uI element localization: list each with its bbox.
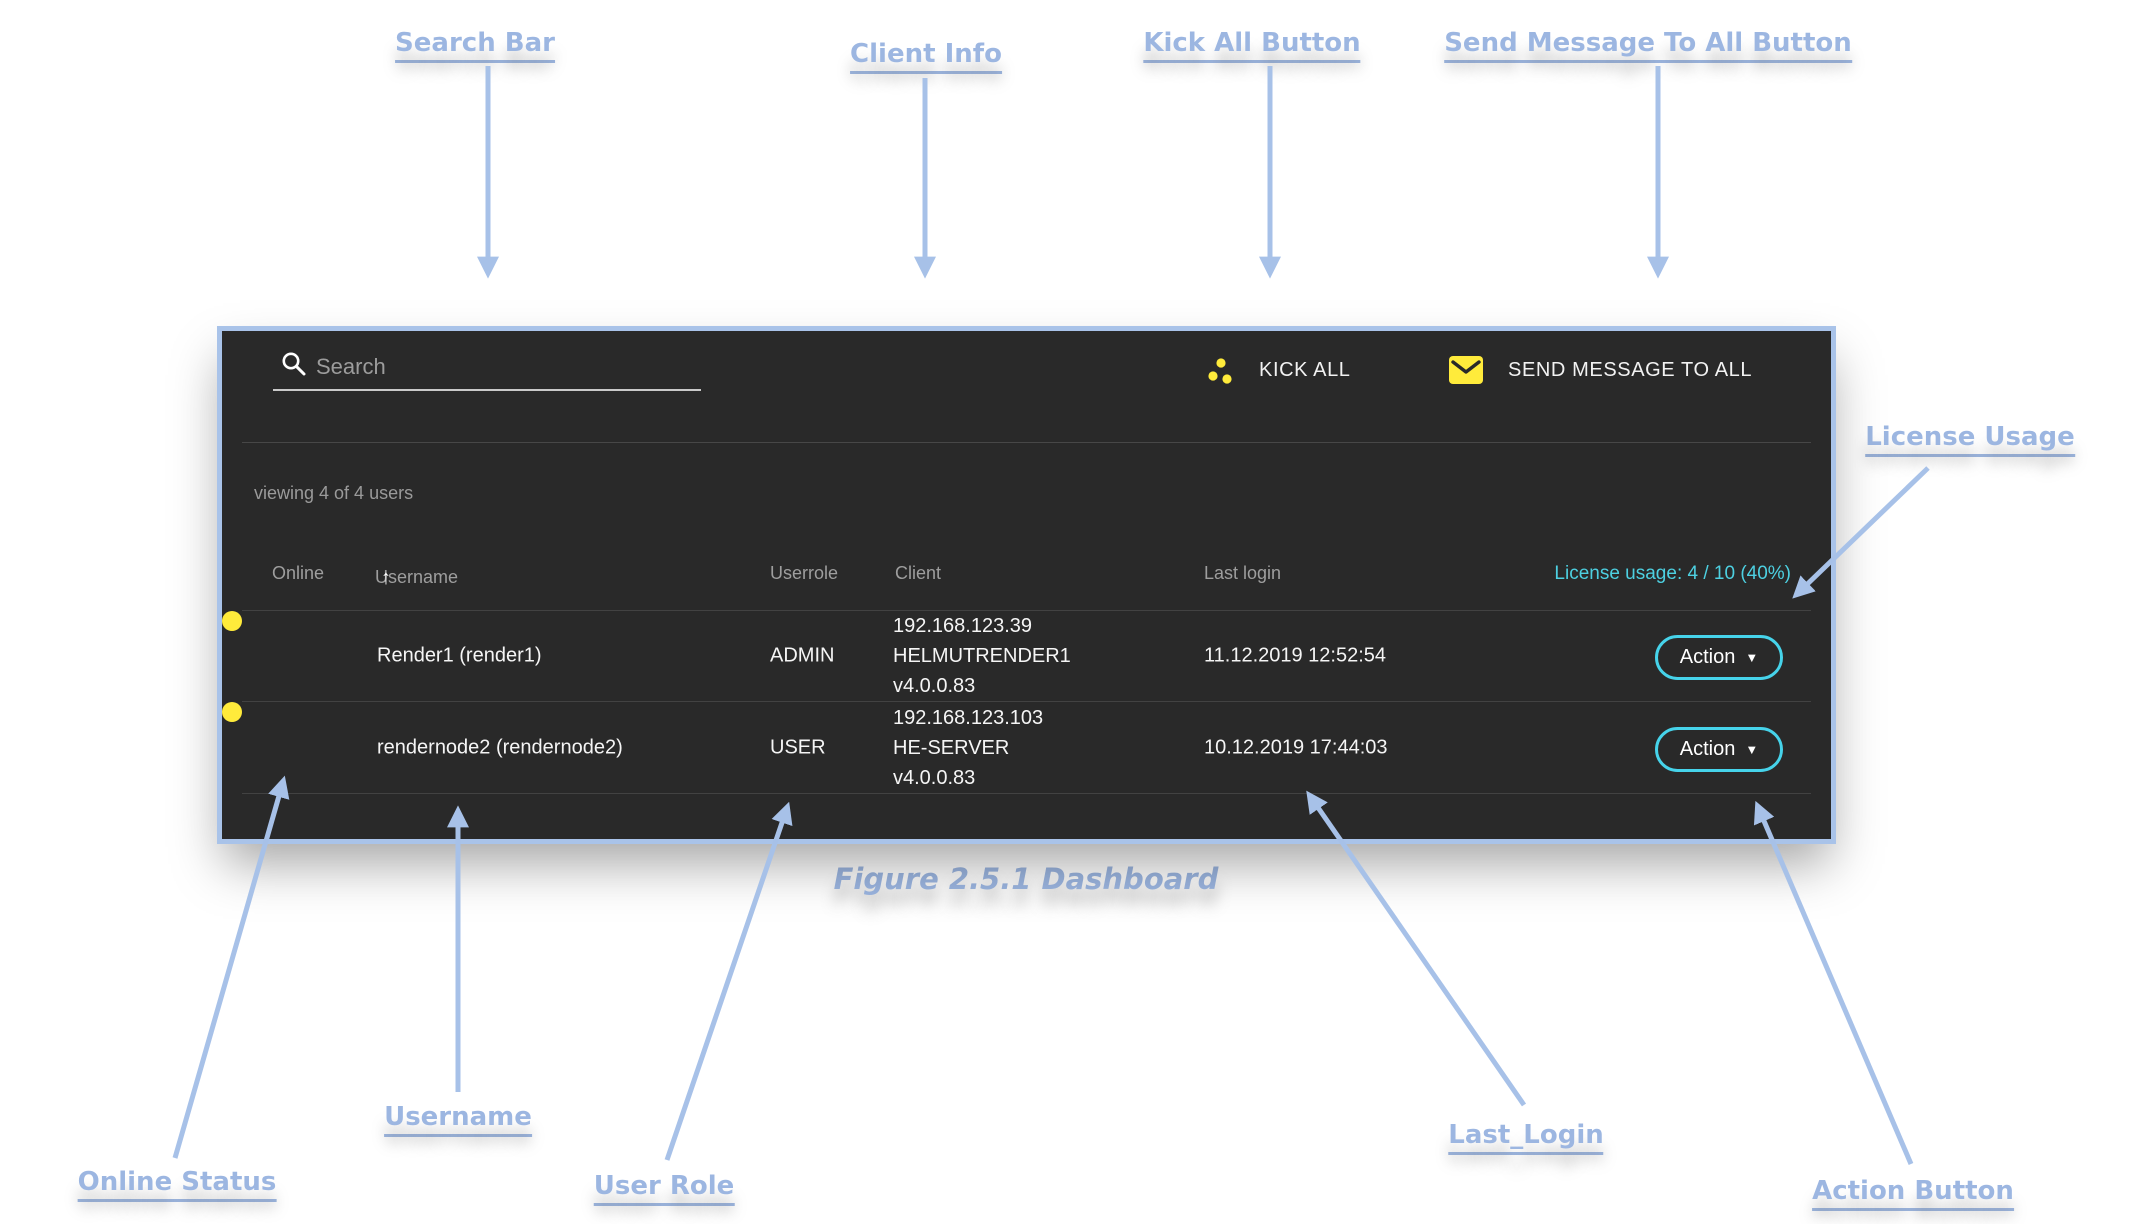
action-label: Action [1679,646,1736,668]
chevron-down-icon: ▼ [1745,742,1759,757]
column-header-userrole: Userrole [770,563,839,583]
annotation-online-status: Online Status [77,1167,277,1202]
annotation-send-message: Send Message To All Button [1444,28,1852,63]
kick-all-button[interactable]: KICK ALL [1207,348,1351,392]
row-divider [242,610,1811,611]
annotation-client-info: Client Info [850,39,1002,74]
client-host: HE-SERVER [893,736,1010,759]
username-cell: Render1 (render1) [377,644,542,667]
row-divider [242,701,1811,702]
userrole-cell: ADMIN [770,644,835,667]
table-header-row: Online Username↑ Userrole Client Last lo… [222,559,1831,589]
client-ip: 192.168.123.39 [893,615,1033,637]
annotation-search-bar: Search Bar [395,28,555,63]
license-usage-indicator: License usage: 4 / 10 (40%) [1554,563,1791,584]
arrow-action-button [1753,800,1914,1165]
chevron-down-icon: ▼ [1745,650,1759,665]
sort-ascending-icon: ↑ [381,567,391,589]
annotation-user-role: User Role [593,1171,735,1206]
kick-all-icon [1208,358,1232,384]
client-host: HELMUTRENDER1 [893,645,1071,667]
annotation-license-usage: License Usage [1865,422,2075,457]
username-header-label: Username [375,567,459,587]
last-login-cell: 11.12.2019 12:52:54 [1204,644,1387,667]
column-header-last-login: Last login [1204,563,1282,583]
annotation-last-login: Last_Login [1448,1120,1604,1155]
client-info-cell: 192.168.123.103 HE-SERVER v4.0.0.83 [893,702,1043,793]
client-version: v4.0.0.83 [893,766,976,789]
userrole-cell: USER [770,736,826,758]
column-header-client: Client [895,563,942,583]
figure-caption: Figure 2.5.1 Dashboard [833,862,1219,896]
send-message-label: SEND MESSAGE TO ALL [1508,358,1753,381]
last-login-cell: 10.12.2019 17:44:03 [1204,736,1388,758]
client-ip: 192.168.123.103 [893,706,1044,729]
search-underline [273,389,701,391]
client-info-cell: 192.168.123.39 HELMUTRENDER1 v4.0.0.83 [893,611,1071,701]
table-row: Render1 (render1) ADMIN 192.168.123.39 H… [222,611,1831,701]
kick-all-label: KICK ALL [1259,358,1351,381]
client-version: v4.0.0.83 [893,675,976,697]
username-cell: rendernode2 (rendernode2) [377,736,623,758]
toolbar-divider [242,442,1811,443]
annotation-kick-all: Kick All Button [1143,28,1361,63]
action-dropdown-button[interactable]: Action ▼ [1655,727,1783,772]
mail-icon [1449,356,1483,384]
table-row: rendernode2 (rendernode2) USER 192.168.1… [222,702,1831,793]
action-dropdown-button[interactable]: Action ▼ [1655,635,1783,680]
arrow-user-role [664,801,793,1161]
online-status-dot [222,611,242,631]
annotation-action-button: Action Button [1812,1176,2014,1211]
action-label: Action [1679,738,1736,760]
search-icon [282,352,306,376]
row-divider [242,793,1811,794]
column-header-online: Online [272,563,325,583]
send-message-to-all-button[interactable]: SEND MESSAGE TO ALL [1449,348,1752,392]
user-count-status: viewing 4 of 4 users [254,483,414,503]
annotation-username: Username [384,1102,532,1137]
online-status-dot [222,702,242,722]
dashboard-panel: KICK ALL SEND MESSAGE TO ALL viewing 4 o… [217,326,1836,844]
search-input[interactable] [314,349,654,385]
